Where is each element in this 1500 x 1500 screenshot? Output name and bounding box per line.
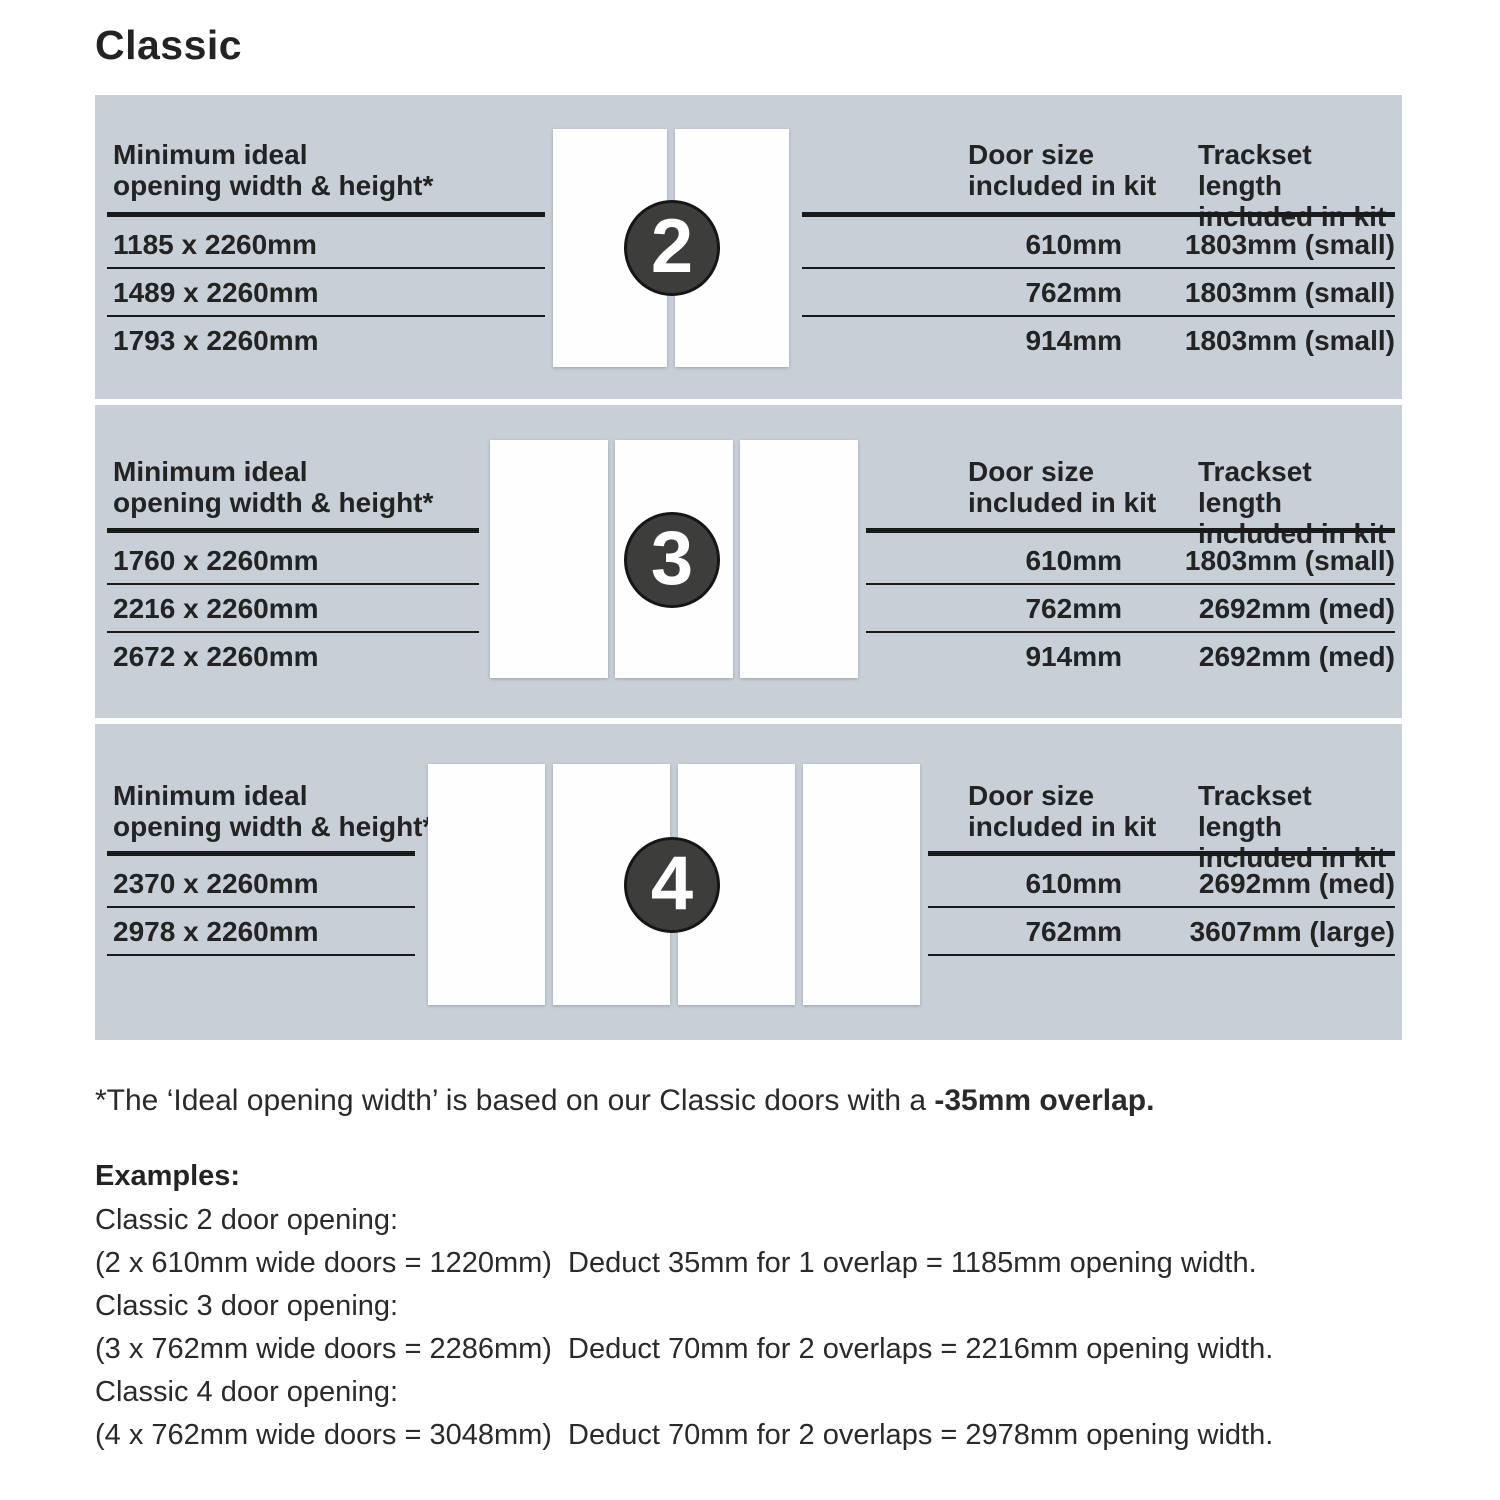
door-size-value: 762mm xyxy=(1025,593,1122,624)
door-size-value: 914mm xyxy=(1025,325,1122,356)
trackset-length-value: 3607mm (large) xyxy=(1189,916,1395,947)
trackset-length-value: 2692mm (med) xyxy=(1198,641,1395,672)
door-size-value: 610mm xyxy=(1025,868,1122,899)
trackset-length-value: 2692mm (med) xyxy=(1198,593,1395,624)
kit-row: 914mm 2692mm (med) xyxy=(866,633,1395,681)
door-panel xyxy=(428,764,545,1005)
kit-row: 762mm 1803mm (small) xyxy=(802,269,1395,317)
door-panel xyxy=(803,764,920,1005)
door-count-badge: 4 xyxy=(624,837,720,933)
door-size-value: 610mm xyxy=(1025,545,1122,576)
opening-size-header: Minimum ideal opening width & height* xyxy=(113,139,434,201)
example-line: (2 x 610mm wide doors = 1220mm) Deduct 3… xyxy=(95,1247,1257,1279)
opening-size-row: 2370 x 2260mm xyxy=(107,860,415,908)
opening-size-header: Minimum ideal opening width & height* xyxy=(113,780,434,842)
example-line: (4 x 762mm wide doors = 3048mm) Deduct 7… xyxy=(95,1419,1274,1451)
opening-size-table: 1185 x 2260mm 1489 x 2260mm 1793 x 2260m… xyxy=(107,221,545,365)
opening-size-row: 1489 x 2260mm xyxy=(107,269,545,317)
opening-size-row: 1793 x 2260mm xyxy=(113,325,319,356)
kit-row: 610mm 1803mm (small) xyxy=(866,537,1395,585)
footnote: *The ‘Ideal opening width’ is based on o… xyxy=(95,1084,1154,1118)
door-panel xyxy=(740,440,858,678)
kit-row: 762mm 3607mm (large) xyxy=(928,908,1395,956)
header-divider-right xyxy=(928,851,1395,856)
opening-size-header: Minimum ideal opening width & height* xyxy=(113,456,434,518)
door-size-value: 914mm xyxy=(1025,641,1122,672)
trackset-length-value: 1803mm (small) xyxy=(1184,325,1395,356)
door-panel xyxy=(490,440,608,678)
footnote-text: *The ‘Ideal opening width’ is based on o… xyxy=(95,1084,935,1117)
opening-size-row: 2978 x 2260mm xyxy=(107,908,415,956)
examples-list: Classic 2 door opening: (2 x 610mm wide … xyxy=(95,1199,1273,1457)
example-line: Classic 2 door opening: xyxy=(95,1204,399,1236)
opening-size-row: 1185 x 2260mm xyxy=(107,221,545,269)
opening-size-row: 2216 x 2260mm xyxy=(107,585,479,633)
trackset-length-value: 1803mm (small) xyxy=(1184,277,1395,308)
panel-2-door-kit: Minimum ideal opening width & height* Do… xyxy=(95,95,1402,399)
kit-contents-table: 610mm 1803mm (small) 762mm 2692mm (med) … xyxy=(866,537,1395,681)
door-size-value: 762mm xyxy=(1025,277,1122,308)
trackset-length-value: 1803mm (small) xyxy=(1184,545,1395,576)
opening-size-table: 1760 x 2260mm 2216 x 2260mm 2672 x 2260m… xyxy=(107,537,479,681)
kit-row: 762mm 2692mm (med) xyxy=(866,585,1395,633)
door-size-value: 610mm xyxy=(1025,229,1122,260)
footnote-bold: -35mm overlap. xyxy=(934,1084,1155,1117)
door-size-header: Door size included in kit xyxy=(968,139,1157,201)
kit-contents-table: 610mm 2692mm (med) 762mm 3607mm (large) xyxy=(928,860,1395,956)
opening-size-table: 2370 x 2260mm 2978 x 2260mm xyxy=(107,860,415,956)
door-size-value: 762mm xyxy=(1025,916,1122,947)
header-divider-right xyxy=(866,528,1395,533)
kit-contents-table: 610mm 1803mm (small) 762mm 1803mm (small… xyxy=(802,221,1395,365)
door-count-badge: 2 xyxy=(624,200,720,296)
header-divider-left xyxy=(107,851,415,856)
examples-heading: Examples: xyxy=(95,1160,241,1192)
door-size-header: Door size included in kit xyxy=(968,780,1157,842)
trackset-length-value: 1803mm (small) xyxy=(1184,229,1395,260)
kit-row: 914mm 1803mm (small) xyxy=(802,317,1395,365)
panel-4-door-kit: Minimum ideal opening width & height* Do… xyxy=(95,724,1402,1040)
trackset-length-header: Trackset length included in kit xyxy=(1198,139,1386,232)
opening-size-row: 1760 x 2260mm xyxy=(107,537,479,585)
kit-row: 610mm 1803mm (small) xyxy=(802,221,1395,269)
header-divider-right xyxy=(802,212,1395,217)
door-size-header: Door size included in kit xyxy=(968,456,1157,518)
trackset-length-header: Trackset length included in kit xyxy=(1198,780,1387,873)
opening-size-row: 2672 x 2260mm xyxy=(113,641,319,672)
door-count-badge: 3 xyxy=(624,512,720,608)
door-diagram-3-doors xyxy=(490,440,858,678)
trackset-length-header: Trackset length included in kit xyxy=(1198,456,1387,549)
example-line: (3 x 762mm wide doors = 2286mm) Deduct 7… xyxy=(95,1333,1274,1365)
trackset-length-value: 2692mm (med) xyxy=(1198,868,1395,899)
page-title: Classic xyxy=(95,22,243,68)
header-divider-left xyxy=(107,528,479,533)
example-line: Classic 4 door opening: xyxy=(95,1376,399,1408)
panel-3-door-kit: Minimum ideal opening width & height* Do… xyxy=(95,405,1402,718)
kit-row: 610mm 2692mm (med) xyxy=(928,860,1395,908)
header-divider-left xyxy=(107,212,545,217)
example-line: Classic 3 door opening: xyxy=(95,1290,399,1322)
